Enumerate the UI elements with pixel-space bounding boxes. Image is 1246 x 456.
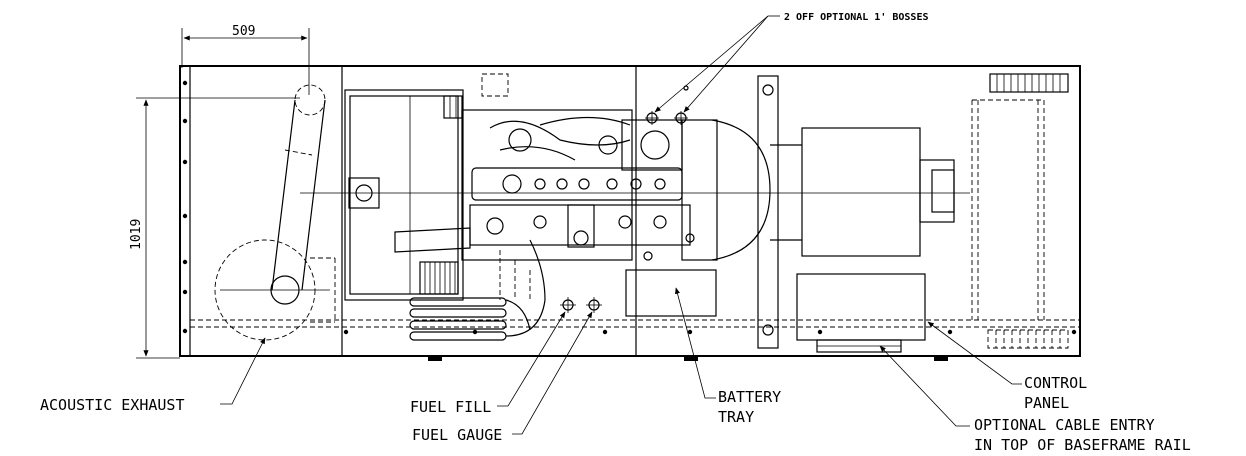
leader-lines [220,15,1022,435]
fuel-fill-symbol [560,297,576,313]
vent-grille-bottom [987,329,1069,349]
fuel-gauge-label: FUEL GAUGE [412,426,502,444]
panel-label: PANEL [1024,394,1069,412]
battery-tray [625,269,717,317]
engine-block [394,73,695,341]
control-panel [796,273,926,353]
battery-label: BATTERY [718,388,781,406]
acoustic-exhaust-assembly [214,84,336,341]
cable-entry-label-1: OPTIONAL CABLE ENTRY [974,416,1155,434]
dimension-509: 509 [181,24,310,95]
pipe-coils [409,297,546,341]
cable-entry-label-2: IN TOP OF BASEFRAME RAIL [974,436,1191,454]
tray-label: TRAY [718,408,754,426]
fuel-gauge-symbol [586,297,602,313]
fuel-fill-label: FUEL FILL [410,398,491,416]
alternator [681,85,955,261]
dimension-1019: 1019 [129,97,300,359]
bosses-label: 2 OFF OPTIONAL 1' BOSSES [784,12,929,23]
acoustic-exhaust-label: ACOUSTIC EXHAUST [40,396,185,414]
dimension-height-label: 1019 [129,219,144,250]
dimension-width-label: 509 [232,24,255,39]
vent-grille-top [989,73,1069,93]
lifting-posts [757,75,1045,349]
radiator [300,89,970,301]
control-label: CONTROL [1024,374,1087,392]
radiator-grille [419,261,459,295]
baseframe-outline [179,65,1081,361]
